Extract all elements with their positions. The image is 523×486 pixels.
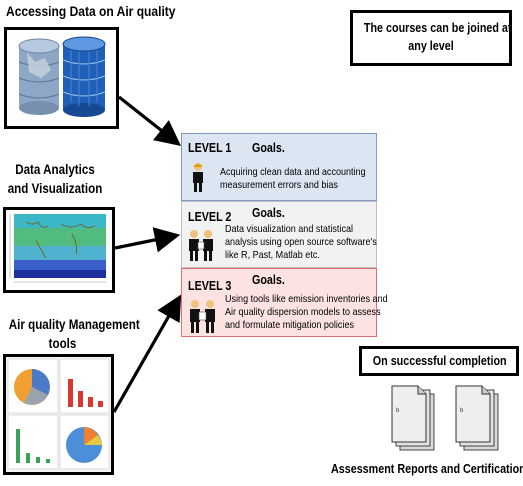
level-2-box: LEVEL 2 Goals. Data visualization and st… (181, 201, 377, 268)
aqm-tools-title: Air quality Management tools (0, 315, 140, 353)
level-2-desc-line3: like R, Past, Matlab etc. (225, 249, 320, 261)
level-1-box: LEVEL 1 Goals. Acquiring clean data and … (181, 133, 377, 201)
level-3-label: LEVEL 3 (188, 279, 232, 293)
level-2-label: LEVEL 2 (188, 210, 232, 224)
level-1-desc-line1: Acquiring clean data and accounting (220, 166, 366, 178)
level-1-label: LEVEL 1 (188, 141, 232, 155)
courses-note-line2: any level (408, 39, 454, 53)
document-stack-icon: b b (391, 385, 499, 451)
people-icon (190, 300, 215, 333)
level-2-desc-line2: analysis using open source software's (225, 236, 377, 248)
level-2-desc-line1: Data visualization and statistical (225, 223, 353, 235)
completion-label: On successful completion (372, 354, 507, 368)
arrow-aqm-to-level3 (112, 294, 182, 413)
database-icon (18, 36, 106, 117)
level-3-box: LEVEL 3 Goals. Using tools like emission… (181, 268, 388, 337)
analytics-title-line1: Data Analytics (15, 162, 95, 177)
dashboard-image (3, 354, 114, 475)
courses-note-line1: The courses can be joined at (363, 21, 512, 35)
level-1-desc-line2: measurement errors and bias (220, 179, 338, 191)
level-3-desc-line1: Using tools like emission inventories an… (225, 293, 388, 305)
dashboard-icon (6, 357, 111, 472)
aqm-title-line1: Air quality Management (8, 317, 140, 332)
document-stack-right: b (455, 385, 499, 451)
svg-text:b: b (396, 408, 400, 414)
svg-text:b: b (460, 408, 464, 414)
access-data-title: Accessing Data on Air quality (6, 3, 176, 19)
person-icon (193, 163, 203, 192)
level-1-goals: Goals. (252, 141, 285, 155)
level-1-desc: Acquiring clean data and accounting meas… (220, 166, 366, 192)
completion-box: On successful completion (359, 346, 519, 376)
level-3-desc-line2: Air quality dispersion models to assess (225, 306, 381, 318)
map-image (3, 207, 115, 293)
arrow-access-to-level1 (118, 95, 182, 146)
level-3-desc: Using tools like emission inventories an… (225, 293, 388, 332)
level-2-desc: Data visualization and statistical analy… (225, 223, 377, 262)
aqm-title-line2: tools (48, 336, 77, 351)
world-map-icon (6, 210, 112, 290)
level-3-goals: Goals. (252, 273, 285, 287)
assessment-caption: Assessment Reports and Certification (331, 462, 523, 476)
analytics-title-line2: and Visualization (7, 181, 103, 196)
people-icon (189, 230, 213, 261)
analytics-title: Data Analytics and Visualization (0, 160, 110, 198)
document-stack-left: b (391, 385, 435, 451)
database-image (4, 27, 119, 129)
level-3-desc-line3: and formulate mitigation policies (225, 319, 354, 331)
courses-note-box: The courses can be joined at any level (350, 10, 512, 66)
level-2-goals: Goals. (252, 206, 285, 220)
arrow-analytics-to-level2 (114, 227, 181, 253)
